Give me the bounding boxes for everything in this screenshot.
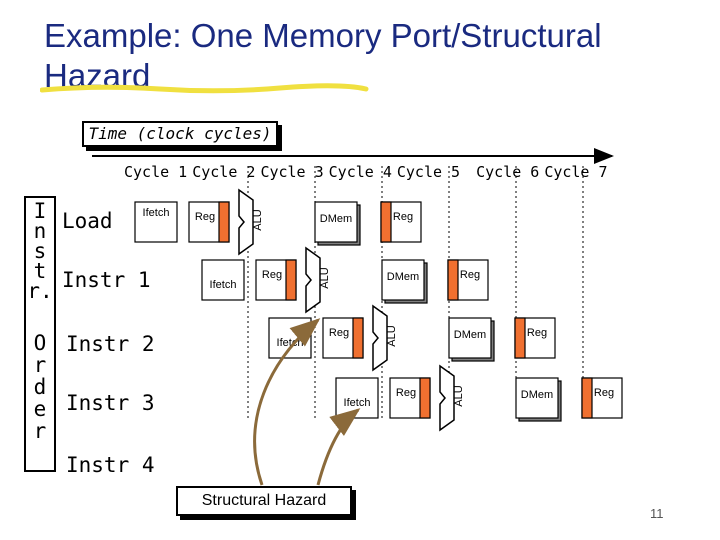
- alu-label: ALU: [252, 209, 264, 230]
- reg-read-label: Reg: [262, 269, 282, 281]
- reg-write-half: [581, 377, 593, 419]
- instruction-label-instr1: Instr 1: [62, 268, 151, 292]
- alu-shape: [439, 364, 455, 432]
- reg-read-half: [285, 259, 297, 301]
- instruction-label-load: Load: [62, 209, 113, 233]
- title-underline: [40, 83, 369, 94]
- ifetch-box: [134, 201, 178, 243]
- reg-read-label: Reg: [195, 211, 215, 223]
- reg-read-label: Reg: [329, 327, 349, 339]
- dmem-box: [515, 377, 559, 419]
- instruction-label-instr3: Instr 3: [66, 391, 155, 415]
- dmem-label: DMem: [454, 329, 486, 341]
- time-label: Time (clock cycles): [82, 121, 278, 147]
- alu-label: ALU: [453, 385, 465, 406]
- dmem-label: DMem: [521, 389, 553, 401]
- ifetch-label: Ifetch: [210, 279, 237, 291]
- reg-write-half: [380, 201, 392, 243]
- dmem-label: DMem: [387, 271, 419, 283]
- cycle-label: Cycle 2: [192, 163, 256, 181]
- alu-shape: [238, 188, 254, 256]
- order-letter: s: [33, 239, 47, 263]
- order-letter: O: [33, 331, 47, 355]
- ifetch-box: [201, 259, 245, 301]
- ifetch-label: Ifetch: [143, 207, 170, 219]
- reg-write-label: Reg: [594, 387, 614, 399]
- instruction-label-instr4: Instr 4: [66, 453, 155, 477]
- instruction-label-instr2: Instr 2: [66, 332, 155, 356]
- reg-read-half: [419, 377, 431, 419]
- order-letter: e: [33, 397, 47, 421]
- reg-write-label: Reg: [527, 327, 547, 339]
- order-letter: r: [33, 419, 47, 443]
- order-letter: t: [33, 259, 47, 283]
- cycle-label: Cycle 7: [544, 163, 608, 181]
- dmem-box: [448, 317, 492, 359]
- ifetch-label: Ifetch: [344, 397, 371, 409]
- page-number: 11: [650, 506, 664, 521]
- reg-read-half: [218, 201, 230, 243]
- order-letter: r: [33, 353, 47, 377]
- reg-write-label: Reg: [393, 211, 413, 223]
- alu-label: ALU: [386, 325, 398, 346]
- dmem-box: [314, 201, 358, 243]
- reg-write-half: [514, 317, 526, 359]
- order-letter: I: [33, 199, 47, 223]
- reg-write-half: [447, 259, 459, 301]
- instruction-order-box: [24, 196, 56, 472]
- reg-write-label: Reg: [460, 269, 480, 281]
- dmem-box: [381, 259, 425, 301]
- alu-shape: [372, 304, 388, 372]
- cycle-label: Cycle 1: [124, 163, 188, 181]
- reg-read-half: [352, 317, 364, 359]
- dmem-label: DMem: [320, 213, 352, 225]
- cycle-label: Cycle 4: [328, 163, 392, 181]
- hazard-arrow-dmem: [253, 318, 321, 486]
- cycle-label: Cycle 3: [260, 163, 324, 181]
- cycle-label: Cycle 5: [396, 163, 461, 181]
- cycle-label: Cycle 6: [476, 163, 540, 181]
- slide-title: Example: One Memory Port/Structural Haza…: [44, 17, 602, 94]
- hazard-arrow-ifetch: [316, 408, 361, 486]
- alu-shape: [305, 246, 321, 314]
- reg-read-label: Reg: [396, 387, 416, 399]
- alu-label: ALU: [319, 267, 331, 288]
- structural-hazard-label: Structural Hazard: [176, 486, 352, 516]
- order-letter: n: [33, 219, 47, 243]
- order-letter: r.: [27, 279, 53, 303]
- order-letter: d: [33, 375, 47, 399]
